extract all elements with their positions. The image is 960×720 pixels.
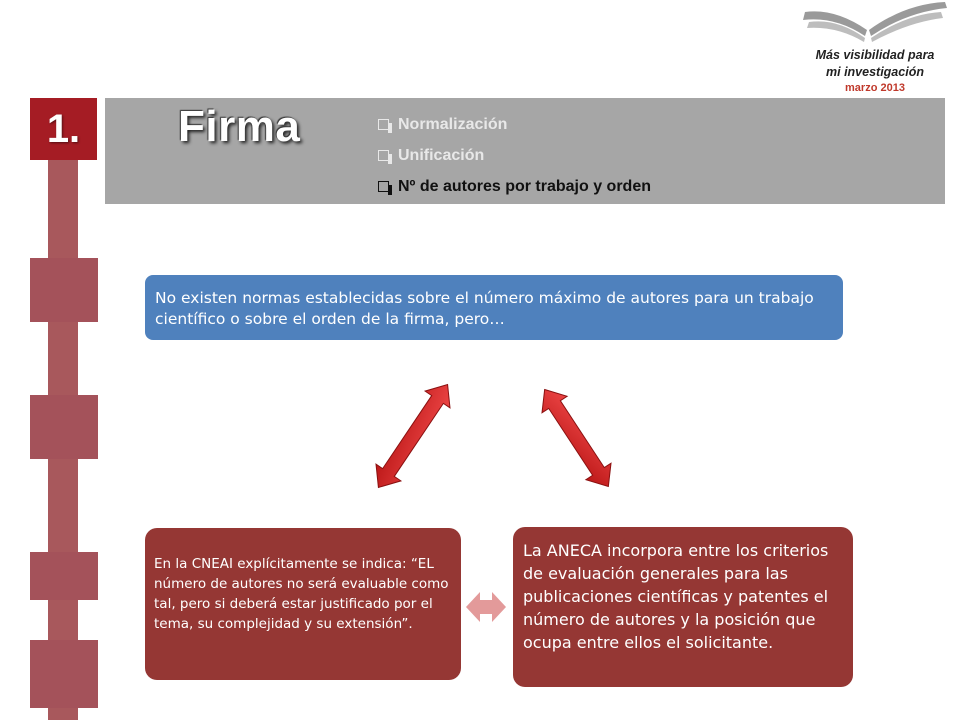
logo-text-line1: Más visibilidad para bbox=[815, 48, 935, 62]
rail-block bbox=[30, 552, 98, 600]
logo-text-line2: mi investigación bbox=[826, 65, 924, 79]
diagram-box-left: En la CNEAI explícitamente se indica: “E… bbox=[145, 528, 461, 680]
section-number: 1. bbox=[30, 98, 97, 160]
bullet-list: Normalización Unificación Nº de autores … bbox=[378, 109, 651, 202]
bullet-label: Unificación bbox=[398, 146, 485, 164]
checkbox-bullet-icon bbox=[378, 150, 392, 164]
bullet-item: Normalización bbox=[378, 109, 651, 140]
rail-block bbox=[30, 640, 98, 708]
page-title: Firma bbox=[178, 102, 301, 151]
diagram-box-top: No existen normas establecidas sobre el … bbox=[145, 275, 843, 340]
checkbox-bullet-icon bbox=[378, 119, 392, 133]
bullet-label: Normalización bbox=[398, 115, 508, 133]
book-icon bbox=[803, 2, 947, 42]
header-banner bbox=[105, 98, 945, 204]
double-arrow-small-icon bbox=[466, 592, 506, 622]
bullet-label: Nº de autores por trabajo y orden bbox=[398, 177, 651, 195]
rail-block bbox=[30, 395, 98, 459]
rail-block bbox=[30, 258, 98, 322]
double-arrow-right-icon bbox=[541, 388, 612, 488]
checkbox-bullet-icon bbox=[378, 181, 392, 195]
diagram-box-right: La ANECA incorpora entre los criterios d… bbox=[513, 527, 853, 687]
logo: Más visibilidad para mi investigación ma… bbox=[790, 0, 960, 98]
bullet-item: Nº de autores por trabajo y orden bbox=[378, 171, 651, 202]
double-arrow-left-icon bbox=[375, 383, 451, 489]
bullet-item: Unificación bbox=[378, 140, 651, 171]
logo-date: marzo 2013 bbox=[845, 82, 905, 94]
